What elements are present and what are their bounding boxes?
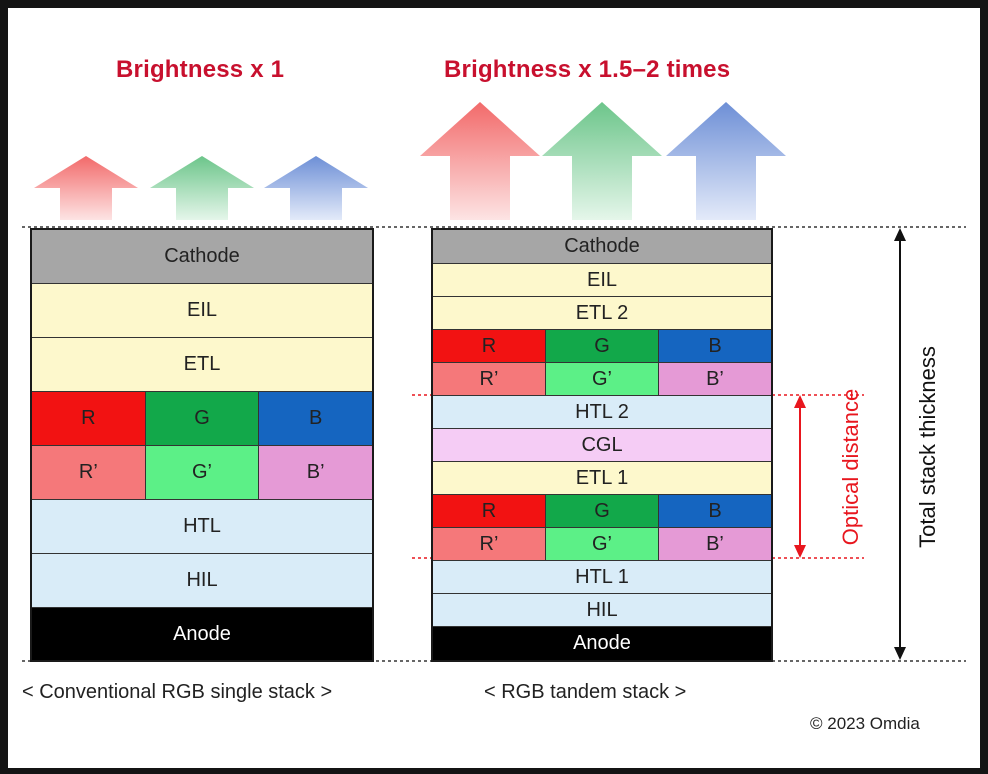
single-g-emitter: G bbox=[144, 392, 259, 445]
green-light-arrow-small bbox=[150, 156, 254, 220]
single-htl-layer: HTL bbox=[32, 500, 372, 554]
tandem-etl2-layer: ETL 2 bbox=[433, 297, 771, 330]
single-cathode-layer: Cathode bbox=[32, 230, 372, 284]
tandem-top-g-emitter: G bbox=[545, 330, 658, 362]
single-r-prime-layer: R’ bbox=[32, 446, 145, 499]
tandem-etl1-layer: ETL 1 bbox=[433, 462, 771, 495]
single-r-emitter: R bbox=[32, 392, 145, 445]
tandem-bottom-r-prime: R’ bbox=[433, 528, 545, 560]
tandem-stack: Cathode EIL ETL 2 R G B R’ G’ B’ HTL 2 C… bbox=[431, 228, 773, 662]
single-b-emitter: B bbox=[258, 392, 373, 445]
single-hil-layer: HIL bbox=[32, 554, 372, 608]
tandem-bottom-b-prime: B’ bbox=[658, 528, 771, 560]
tandem-top-b-emitter: B bbox=[658, 330, 771, 362]
tandem-top-emitter-row: R G B bbox=[433, 330, 771, 363]
tandem-bottom-r-emitter: R bbox=[433, 495, 545, 527]
optical-arrow-head-bottom bbox=[794, 545, 806, 558]
single-etl-layer: ETL bbox=[32, 338, 372, 392]
single-emitter-prime-row: R’ G’ B’ bbox=[32, 446, 373, 500]
heading-tandem-brightness: Brightness x 1.5–2 times bbox=[444, 56, 731, 83]
single-stack: Cathode EIL ETL R G B R’ G’ B’ HTL HIL A… bbox=[30, 228, 374, 662]
single-emitter-row: R G B bbox=[32, 392, 373, 446]
total-stack-thickness-label: Total stack thickness bbox=[915, 346, 940, 548]
tandem-top-r-prime: R’ bbox=[433, 363, 545, 395]
tandem-top-prime-row: R’ G’ B’ bbox=[433, 363, 771, 396]
red-light-arrow-large bbox=[420, 102, 540, 220]
heading-single-brightness: Brightness x 1 bbox=[116, 56, 285, 83]
tandem-bottom-prime-row: R’ G’ B’ bbox=[433, 528, 771, 561]
light-arrows bbox=[34, 102, 786, 220]
tandem-top-b-prime: B’ bbox=[658, 363, 771, 395]
tandem-top-r-emitter: R bbox=[433, 330, 545, 362]
total-arrow-head-top bbox=[894, 228, 906, 241]
tandem-top-g-prime: G’ bbox=[545, 363, 658, 395]
optical-distance-label: Optical distance bbox=[838, 388, 863, 546]
single-g-prime-layer: G’ bbox=[144, 446, 259, 499]
single-eil-layer: EIL bbox=[32, 284, 372, 338]
single-b-prime-layer: B’ bbox=[258, 446, 373, 499]
tandem-eil-layer: EIL bbox=[433, 264, 771, 297]
copyright-notice: © 2023 Omdia bbox=[810, 714, 920, 733]
single-anode-layer: Anode bbox=[32, 608, 372, 660]
blue-light-arrow-small bbox=[264, 156, 368, 220]
green-light-arrow-large bbox=[542, 102, 662, 220]
diagram-canvas: Brightness x 1 Brightness x 1.5–2 times bbox=[8, 8, 980, 768]
blue-light-arrow-large bbox=[666, 102, 786, 220]
tandem-htl1-layer: HTL 1 bbox=[433, 561, 771, 594]
tandem-bottom-b-emitter: B bbox=[658, 495, 771, 527]
tandem-hil-layer: HIL bbox=[433, 594, 771, 627]
tandem-stack-caption: < RGB tandem stack > bbox=[484, 681, 687, 703]
red-light-arrow-small bbox=[34, 156, 138, 220]
single-stack-caption: < Conventional RGB single stack > bbox=[22, 681, 333, 703]
tandem-bottom-g-emitter: G bbox=[545, 495, 658, 527]
tandem-cgl-layer: CGL bbox=[433, 429, 771, 462]
tandem-anode-layer: Anode bbox=[433, 627, 771, 660]
tandem-bottom-g-prime: G’ bbox=[545, 528, 658, 560]
tandem-bottom-emitter-row: R G B bbox=[433, 495, 771, 528]
tandem-htl2-layer: HTL 2 bbox=[433, 396, 771, 429]
tandem-cathode-layer: Cathode bbox=[433, 230, 771, 264]
optical-arrow-head-top bbox=[794, 395, 806, 408]
total-arrow-head-bottom bbox=[894, 647, 906, 660]
